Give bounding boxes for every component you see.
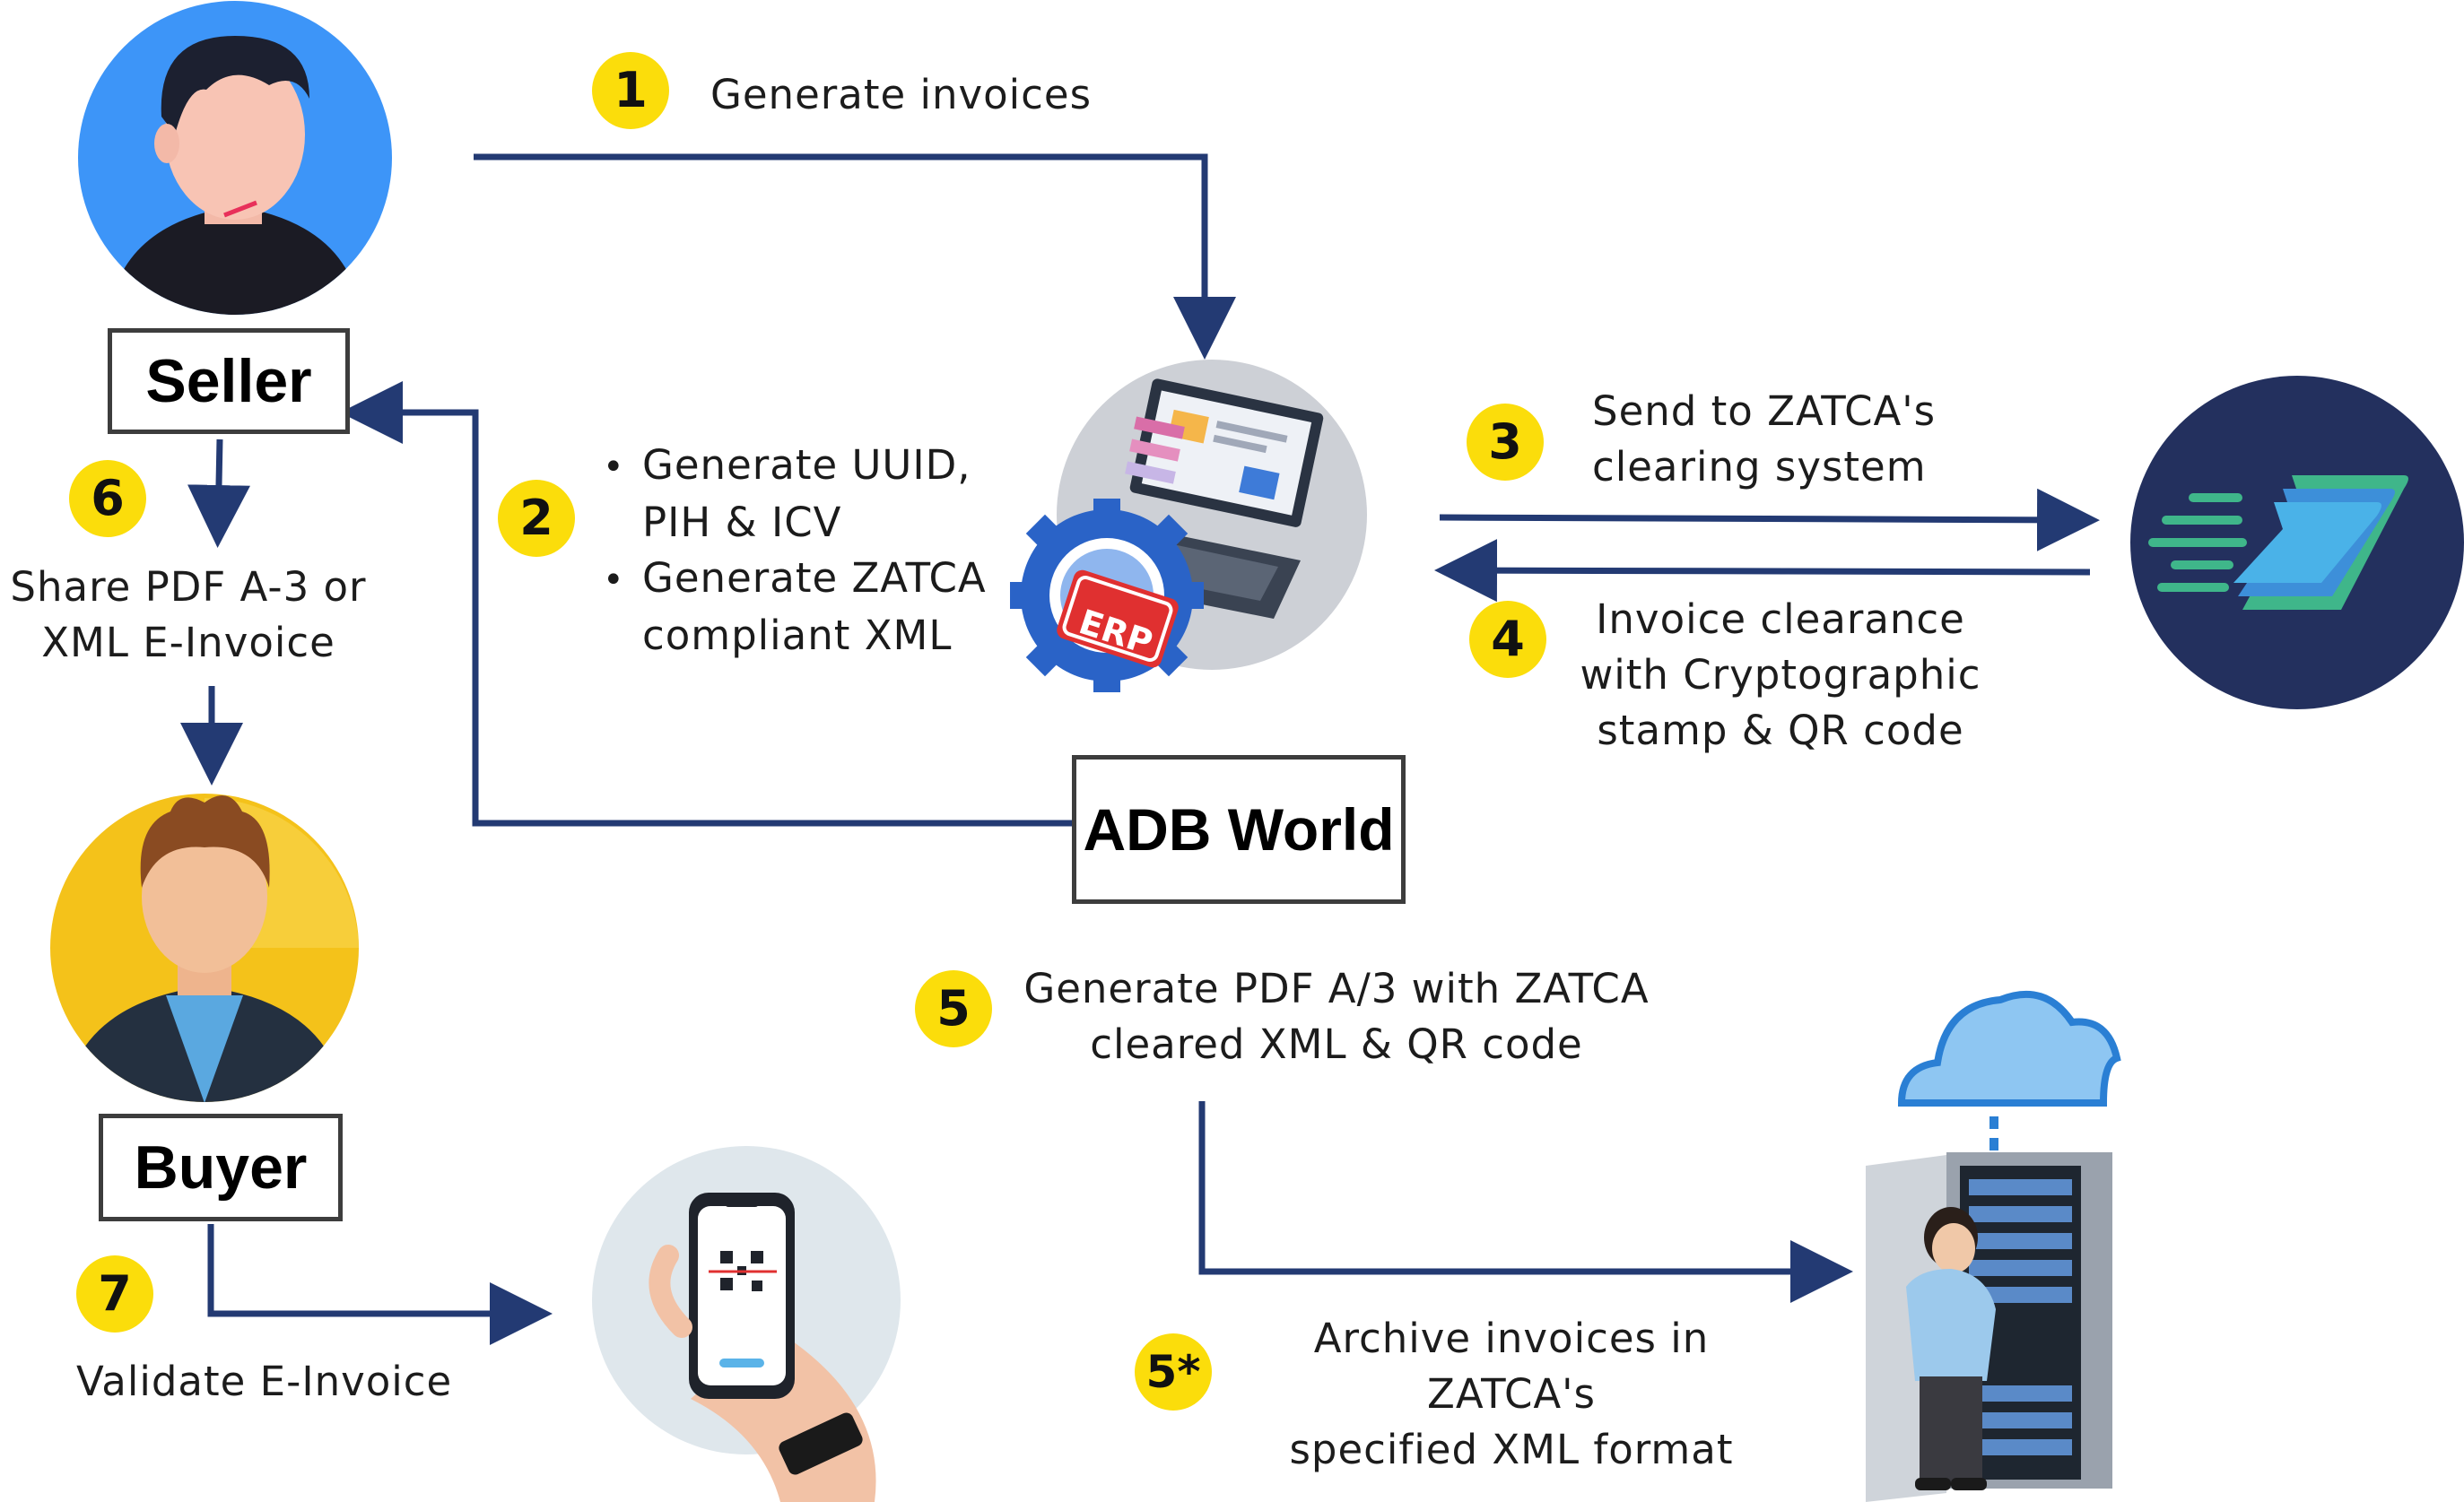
arrow-buyer-validate (207, 1224, 553, 1345)
step-7-text: Validate E-Invoice (76, 1358, 453, 1405)
step-5star-line-2: specified XML format (1289, 1426, 1734, 1473)
step-2-line-1: •Generate UUID, (603, 441, 971, 489)
step-6-line-2: XML E-Invoice (41, 619, 335, 666)
step-6-text: Share PDF A-3 or XML E-Invoice (0, 560, 377, 671)
buyer-label: Buyer (134, 1133, 308, 1202)
step-4-line-1: Invoice clearance (1596, 595, 1965, 643)
step-5-line-2: cleared XML & QR code (1090, 1020, 1583, 1068)
step-5-badge: 5 (915, 970, 992, 1047)
cloud-server-icon (1866, 990, 2121, 1502)
phone-qr-icon (592, 1146, 901, 1502)
step-2-badge: 2 (498, 480, 575, 557)
buyer-box: Buyer (99, 1114, 343, 1221)
step-4-badge: 4 (1469, 601, 1546, 678)
step-2-line-3: •Generate ZATCA (603, 554, 987, 602)
step-2-bullets: •Generate UUID, PIH & ICV •Generate ZATC… (603, 438, 987, 664)
arrow-generate-invoices (474, 153, 1236, 360)
step-5star-line-1: Archive invoices in ZATCA's (1313, 1315, 1710, 1418)
adb-world-label: ADB World (1083, 796, 1395, 863)
seller-box: Seller (108, 328, 350, 434)
arrow-archive (1198, 1101, 1853, 1303)
seller-label: Seller (145, 347, 312, 415)
step-6-line-1: Share PDF A-3 or (10, 563, 367, 611)
step-2-line-4: compliant XML (642, 612, 953, 659)
step-4-text: Invoice clearance with Cryptographic sta… (1556, 592, 2005, 759)
step-7-badge: 7 (76, 1255, 153, 1333)
zatca-logo-icon (2130, 376, 2464, 709)
step-2-line-2: PIH & ICV (642, 499, 842, 546)
step-6-badge: 6 (69, 460, 146, 537)
seller-avatar-icon (78, 1, 392, 315)
step-3-text: Send to ZATCA's clearing system (1592, 384, 1936, 495)
step-3-line-1: Send to ZATCA's (1592, 387, 1937, 435)
step-1-text: Generate invoices (710, 71, 1093, 118)
flow-arrows (180, 153, 2100, 1345)
arrow-seller-share (187, 438, 250, 548)
step-3-badge: 3 (1467, 404, 1544, 481)
step-1-badge: 1 (592, 52, 669, 129)
step-4-line-2: with Cryptographic (1580, 651, 1981, 699)
step-5star-text: Archive invoices in ZATCA's specified XM… (1224, 1311, 1798, 1478)
buyer-avatar-icon (50, 794, 359, 1102)
step-5star-badge: 5* (1135, 1333, 1212, 1411)
adb-world-box: ADB World (1072, 755, 1406, 904)
step-5-line-1: Generate PDF A/3 with ZATCA (1023, 965, 1650, 1012)
arrow-send-to-zatca (1439, 488, 2100, 551)
arrow-return-to-seller (340, 381, 1072, 827)
step-5-text: Generate PDF A/3 with ZATCA cleared XML … (1014, 961, 1659, 1072)
erp-laptop-icon (1010, 360, 1367, 692)
arrow-clearance-return (1434, 539, 2091, 603)
step-4-line-3: stamp & QR code (1597, 707, 1964, 754)
step-3-line-2: clearing system (1592, 443, 1927, 491)
